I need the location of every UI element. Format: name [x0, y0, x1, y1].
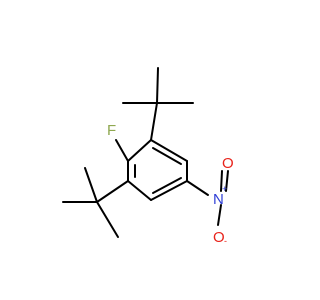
- bond-nitrogen-oxygen-double-b: [225, 170, 229, 192]
- bond-c1-quaternary-top: [150, 102, 158, 141]
- oxygen-double-label: O: [222, 155, 234, 172]
- background: [0, 0, 300, 300]
- molecule-diagram: F N + O O -: [0, 0, 300, 300]
- benzene-ring: [127, 139, 188, 201]
- tert-butyl-top: [122, 67, 194, 141]
- ring-double-bond-c1-c2: [152, 147, 182, 165]
- bond-nitrogen-oxygen-double-a: [220, 170, 223, 192]
- bond-c6-fluorine: [115, 139, 129, 162]
- bond-methyl-top-1: [156, 67, 159, 104]
- ring-bond-c1-c2: [150, 139, 188, 162]
- bond-nitrogen-oxygen-single: [217, 204, 222, 226]
- oxygen-single-charge: -: [224, 236, 227, 246]
- nitro-group: N + O O -: [186, 155, 234, 246]
- bond-methyl-bottom-1: [84, 167, 98, 203]
- ring-bond-c6-c1: [127, 139, 152, 162]
- ring-double-bond-c3-c4: [152, 177, 182, 194]
- nitrogen-charge: +: [222, 184, 227, 194]
- tert-butyl-bottom: [62, 167, 129, 238]
- bond-methyl-bottom-3: [96, 201, 119, 238]
- fluorine-label: F: [107, 122, 116, 139]
- nitrogen-label: N: [213, 191, 224, 208]
- bond-c3-nitrogen: [186, 180, 209, 196]
- oxygen-single-label: O: [213, 229, 225, 246]
- ring-bond-c3-c4: [150, 180, 188, 201]
- bond-c5-quaternary-bottom: [96, 180, 129, 203]
- ring-bond-c4-c5: [127, 180, 152, 201]
